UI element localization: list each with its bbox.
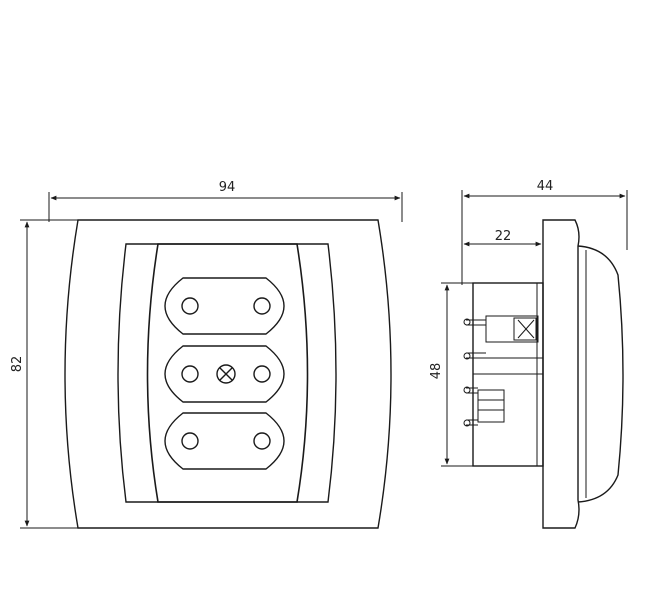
side-plate xyxy=(542,219,580,529)
side-cover xyxy=(577,245,624,503)
socket-bottom xyxy=(164,412,285,470)
dim-side-body-height-label: 48 xyxy=(429,363,444,380)
dim-front-height-label: 82 xyxy=(10,356,25,373)
front-module xyxy=(146,243,309,503)
dim-front-height xyxy=(20,219,78,529)
socket-top xyxy=(164,277,285,335)
side-terminal-bottom xyxy=(463,386,505,427)
side-terminal-top xyxy=(463,315,539,360)
dim-side-body-height xyxy=(441,282,473,467)
side-view xyxy=(463,219,624,529)
front-inner-frame xyxy=(117,243,337,503)
dim-side-depth-total xyxy=(461,190,628,285)
cross-screw-icon xyxy=(216,364,236,384)
dim-side-depth-body-label: 22 xyxy=(495,229,512,244)
front-plate-outline xyxy=(64,219,392,529)
dim-front-width xyxy=(48,192,403,222)
socket-middle xyxy=(164,345,285,403)
front-view xyxy=(64,219,392,529)
dim-front-width-label: 94 xyxy=(219,180,236,195)
dim-side-depth-total-label: 44 xyxy=(537,179,554,194)
dim-side-depth-body xyxy=(463,220,544,247)
